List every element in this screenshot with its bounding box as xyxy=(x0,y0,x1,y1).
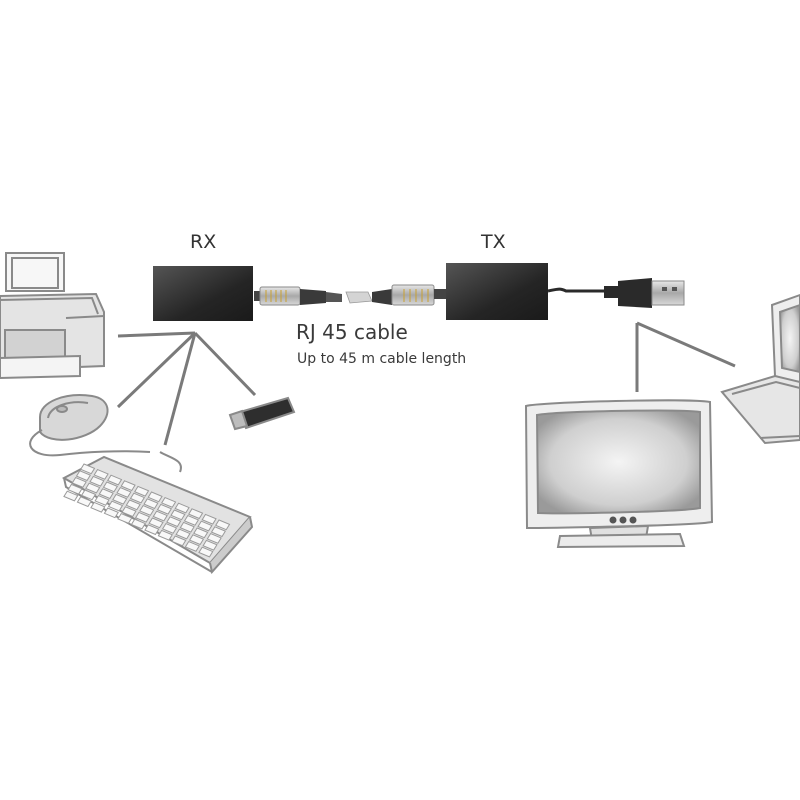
keyboard-key xyxy=(156,503,173,515)
keyboard-key xyxy=(214,519,231,531)
keyboard-key xyxy=(71,476,87,488)
keyboard-key xyxy=(206,532,222,544)
keyboard-key xyxy=(130,518,146,530)
keyboard-key xyxy=(120,480,136,492)
keyboard-key xyxy=(139,504,155,516)
keyboard-key xyxy=(75,470,92,482)
keyboard-key xyxy=(183,514,200,526)
keyboard-key xyxy=(147,491,163,503)
keyboard-key xyxy=(197,520,213,532)
keyboard-key xyxy=(94,494,110,506)
keyboard-key xyxy=(98,488,114,500)
keyboard-key xyxy=(107,500,124,512)
keyboard-key xyxy=(171,535,187,547)
keyboard-key xyxy=(161,522,178,534)
keyboard-key xyxy=(210,526,227,538)
rx-extender-box xyxy=(153,266,253,321)
keyboard-key xyxy=(93,468,109,480)
mouse-icon xyxy=(29,394,151,457)
usb-cable xyxy=(547,278,685,308)
keyboard-key xyxy=(144,524,160,536)
keyboard-key xyxy=(85,482,101,494)
keyboard-icon xyxy=(61,451,254,575)
monitor-icon xyxy=(524,399,714,549)
keyboard-key xyxy=(170,509,186,521)
keyboard-key xyxy=(160,496,177,508)
tx-label: TX xyxy=(481,231,506,253)
keyboard-key xyxy=(148,517,164,529)
printer-icon xyxy=(0,252,105,380)
usb-stick-icon xyxy=(228,396,296,431)
keyboard-key xyxy=(125,499,141,511)
keyboard-key xyxy=(133,485,150,497)
keyboard-key xyxy=(175,528,191,540)
tx-extender-box xyxy=(446,263,548,320)
keyboard-key xyxy=(121,506,137,518)
keyboard-key xyxy=(179,521,195,533)
keyboard-key xyxy=(157,529,173,541)
keyboard-key xyxy=(106,474,123,486)
keyboard-key xyxy=(134,511,151,523)
keyboard-key xyxy=(166,516,182,528)
keyboard-key xyxy=(184,540,200,552)
keyboard-key xyxy=(202,539,218,551)
keyboard-key xyxy=(90,501,106,513)
keyboard-key xyxy=(79,463,96,475)
keyboard-key xyxy=(188,534,205,546)
keyboard-key xyxy=(80,489,97,501)
keyboard-key xyxy=(129,492,146,504)
keyboard-key xyxy=(198,546,214,558)
keyboard-key xyxy=(201,513,217,525)
keyboard-key xyxy=(117,512,133,524)
cable-length-label: Up to 45 m cable length xyxy=(297,351,467,367)
keyboard-key xyxy=(116,486,132,498)
rj45-cable xyxy=(254,284,446,306)
keyboard-key xyxy=(76,496,92,508)
keyboard-key xyxy=(193,527,209,539)
keyboard-key xyxy=(174,502,190,514)
keyboard-key xyxy=(89,475,105,487)
cable-label: RJ 45 cable xyxy=(296,320,408,344)
keyboard-key xyxy=(67,483,83,495)
keyboard-key xyxy=(152,510,168,522)
keyboard-key xyxy=(63,490,79,502)
laptop-icon xyxy=(720,293,800,445)
tx-connector-lines xyxy=(635,321,736,392)
keyboard-key xyxy=(187,508,204,520)
keyboard-key xyxy=(112,493,128,505)
keyboard-key xyxy=(103,507,119,519)
keyboard-key xyxy=(102,481,119,493)
rx-label: RX xyxy=(190,231,217,253)
keyboard-key xyxy=(143,498,159,510)
rx-connector-lines xyxy=(116,331,257,446)
